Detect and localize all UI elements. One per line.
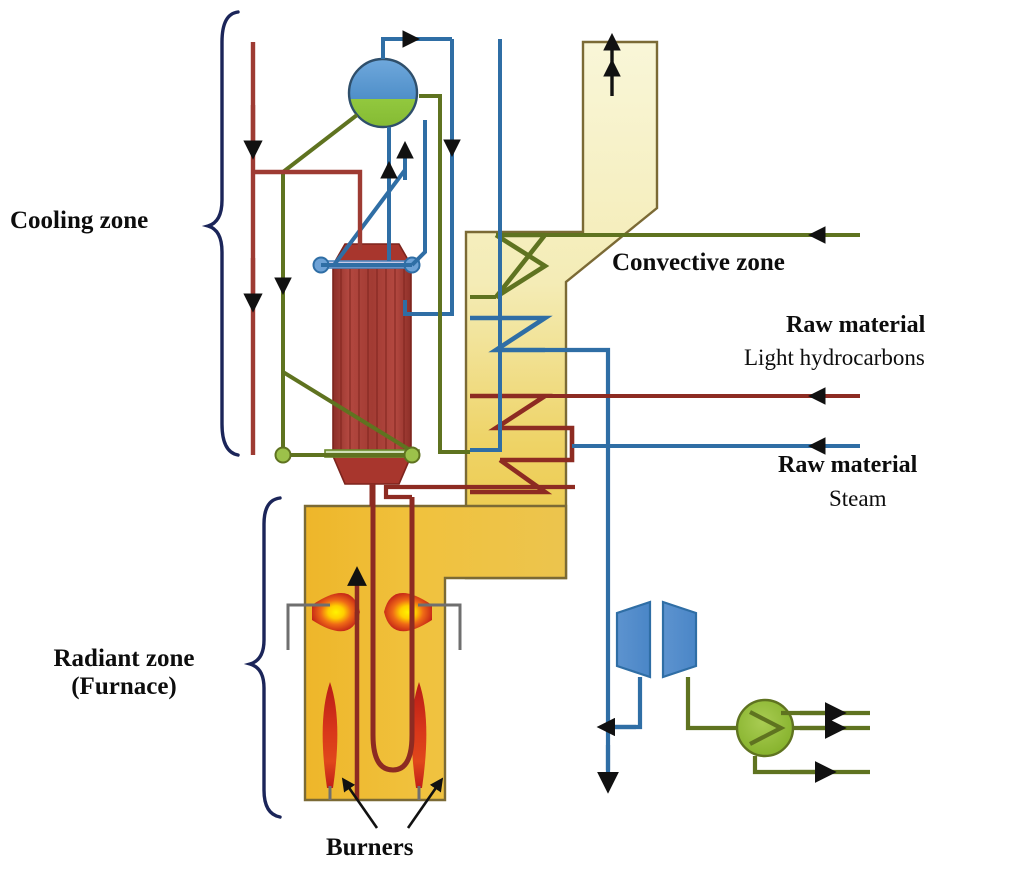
flame-left-lower	[322, 682, 338, 788]
cracked-gas-to-compressor	[545, 347, 611, 565]
burners-label: Burners	[326, 834, 414, 861]
flame-right-lower	[411, 682, 427, 788]
tle-green-nozzles	[274, 446, 421, 464]
convective-zone-body	[464, 40, 659, 580]
raw-material-1-label: Raw material	[786, 312, 926, 338]
compressor2-to-separator	[685, 677, 737, 731]
cooling-zone-label: Cooling zone	[10, 207, 149, 234]
convective-coil-red-lower	[470, 458, 553, 495]
burner-leader-arrows	[341, 777, 444, 829]
radiant-coil	[370, 478, 415, 773]
compressor-train	[615, 600, 698, 679]
tle-shell	[332, 267, 412, 454]
burner-flames	[312, 593, 432, 788]
convective-coil-blue	[470, 315, 553, 353]
separator-coil-glyph	[749, 710, 786, 746]
compressor-stage-1	[615, 600, 652, 679]
tle-blue-nozzles	[312, 120, 427, 274]
radiant-zone-label-line1: Radiant zone	[53, 645, 195, 672]
convective-coil-green	[494, 232, 550, 299]
steam-drum	[347, 57, 419, 129]
raw-material-1-sublabel: Light hydrocarbons	[744, 345, 925, 370]
radiant-zone-label-line2: (Furnace)	[71, 673, 177, 700]
raw-material-2-label: Raw material	[778, 452, 918, 478]
convective-coil-red-upper	[470, 393, 575, 463]
compressor-stage-2	[661, 600, 698, 679]
radiant-zone-label: Radiant zone (Furnace)	[24, 645, 224, 701]
compressor1-outlet	[608, 677, 643, 730]
zone-braces	[201, 10, 282, 819]
radiant-zone-furnace-body	[303, 504, 568, 802]
flame-left-upper	[312, 593, 360, 632]
radiant-outlet-line	[383, 484, 575, 500]
burner-right-nozzle	[418, 603, 462, 650]
flame-right-upper	[384, 593, 432, 632]
cooling-zone-brace	[201, 10, 240, 457]
radiant-zone-brace	[243, 496, 282, 819]
raw-material-2-sublabel: Steam	[829, 486, 887, 511]
separator-exchanger	[735, 698, 795, 758]
convective-zone-label: Convective zone	[612, 249, 785, 276]
burner-nozzles	[286, 603, 462, 800]
tle-tubes	[340, 268, 405, 453]
tle-bottom-head	[331, 455, 413, 485]
burner-left-nozzle	[286, 603, 330, 650]
